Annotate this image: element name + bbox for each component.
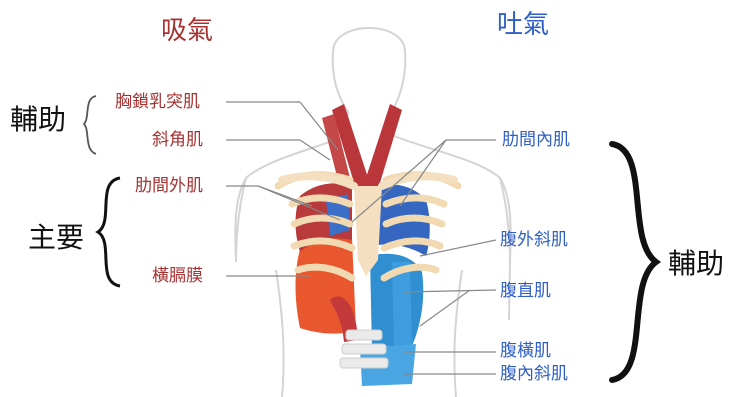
label-external-intercostals: 肋間外肌 [135,176,203,196]
primary-group-label-left: 主要 [28,222,84,254]
brace-accessory-right [612,144,656,380]
label-sternocleidomastoid: 胸鎖乳突肌 [115,92,200,112]
accessory-group-label-left: 輔助 [10,104,66,136]
label-scalenes: 斜角肌 [152,130,203,150]
inhale-heading: 吸氣 [161,16,213,46]
label-rectus-abdominis: 腹直肌 [500,281,551,301]
label-transversus-abdominis: 腹橫肌 [500,341,551,361]
brace-accessory-left [84,96,96,154]
label-internal-oblique: 腹內斜肌 [500,364,568,384]
label-diaphragm: 橫膈膜 [152,266,203,286]
torso-side-left [276,270,284,397]
brace-primary-left [98,178,120,286]
clavicle-left [282,176,354,186]
label-internal-intercostals: 肋間內肌 [502,130,570,150]
spine [340,330,388,368]
accessory-group-label-right: 輔助 [668,248,724,280]
torso-side-right [454,270,462,397]
label-external-oblique: 腹外斜肌 [500,230,568,250]
exhale-heading: 吐氣 [497,10,549,40]
